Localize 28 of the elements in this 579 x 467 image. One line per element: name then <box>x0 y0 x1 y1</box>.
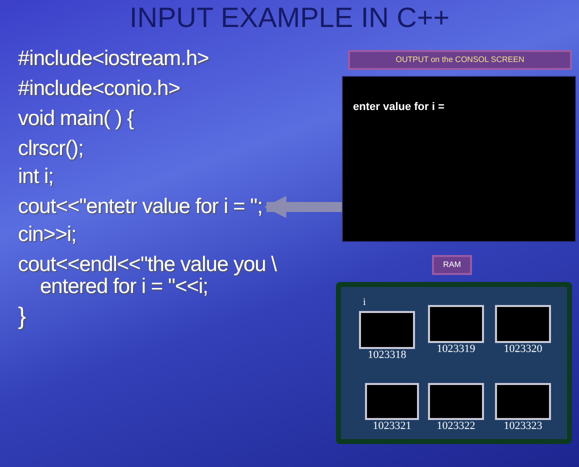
code-line: cout<<endl<<"the value you \ entered for i = "<<i; <box>18 254 278 298</box>
code-line: int i; <box>18 166 54 188</box>
memory-cell <box>428 383 484 420</box>
code-line: void main( ) { <box>18 108 134 130</box>
console-screen: enter value for i = <box>342 76 576 242</box>
code-line: clrscr(); <box>18 138 84 160</box>
caption-band: RAM <box>432 255 472 275</box>
memory-cell <box>365 383 419 420</box>
code-line: } <box>18 306 26 328</box>
memory-address: 1023320 <box>502 343 544 355</box>
arrow <box>264 196 342 218</box>
variable-name: i <box>363 297 366 308</box>
memory-cell <box>495 305 551 343</box>
code-line: cin>>i; <box>18 224 76 246</box>
title: INPUT EXAMPLE IN C++ <box>128 2 451 34</box>
memory-address: 1023321 <box>372 420 412 432</box>
memory-address: 1023319 <box>436 343 476 355</box>
memory-cell <box>428 305 484 343</box>
memory-address: 1023318 <box>366 349 408 361</box>
memory-cell <box>359 311 415 349</box>
memory-address: 1023322 <box>436 420 476 432</box>
caption-band: OUTPUT on the CONSOL SCREEN <box>348 50 572 70</box>
memory-cell <box>495 383 551 420</box>
code-line: #include<conio.h> <box>18 78 180 100</box>
memory-address: 1023323 <box>502 420 544 432</box>
code-line: #include<iostream.h> <box>18 48 209 70</box>
ram-panel <box>336 282 572 444</box>
code-line: cout<<"entetr value for i = "; <box>18 196 262 218</box>
